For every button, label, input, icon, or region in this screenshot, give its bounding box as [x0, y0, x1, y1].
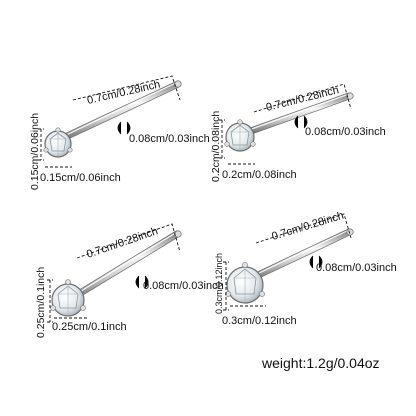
thickness-label-1: 0.08cm/0.03inch [129, 133, 210, 145]
height-label-1: 0.15cm/0.06inch [29, 113, 41, 190]
thickness-label-2: 0.08cm/0.03inch [305, 126, 386, 138]
nose-stud-1 [38, 75, 182, 168]
nose-stud-3 [47, 223, 182, 323]
width-label-2: 0.2cm/0.08inch [222, 169, 297, 181]
nose-stud-2 [219, 83, 354, 165]
gem-head-4 [225, 262, 265, 304]
thickness-label-3: 0.08cm/0.03inch [143, 280, 224, 292]
width-label-1: 0.15cm/0.06inch [40, 172, 121, 184]
gem-head-2 [224, 119, 256, 152]
width-label-4: 0.3cm/0.12inch [222, 315, 297, 327]
nose-stud-4 [223, 213, 354, 311]
height-label-2: 0.2cm/0.08inch [210, 111, 222, 182]
height-label-3: 0.25cm/0.1inch [35, 267, 47, 338]
length-label-1: 0.7cm/0.28inch [86, 78, 161, 106]
gem-head-3 [50, 279, 86, 317]
weight-label: weight:1.2g/0.04oz [262, 355, 380, 371]
height-label-4: 0.3cm/0.12inch [214, 253, 224, 314]
thickness-label-4: 0.08cm/0.03inch [316, 262, 397, 274]
width-label-3: 0.25cm/0.1inch [52, 321, 127, 333]
gem-head-1 [43, 127, 73, 158]
